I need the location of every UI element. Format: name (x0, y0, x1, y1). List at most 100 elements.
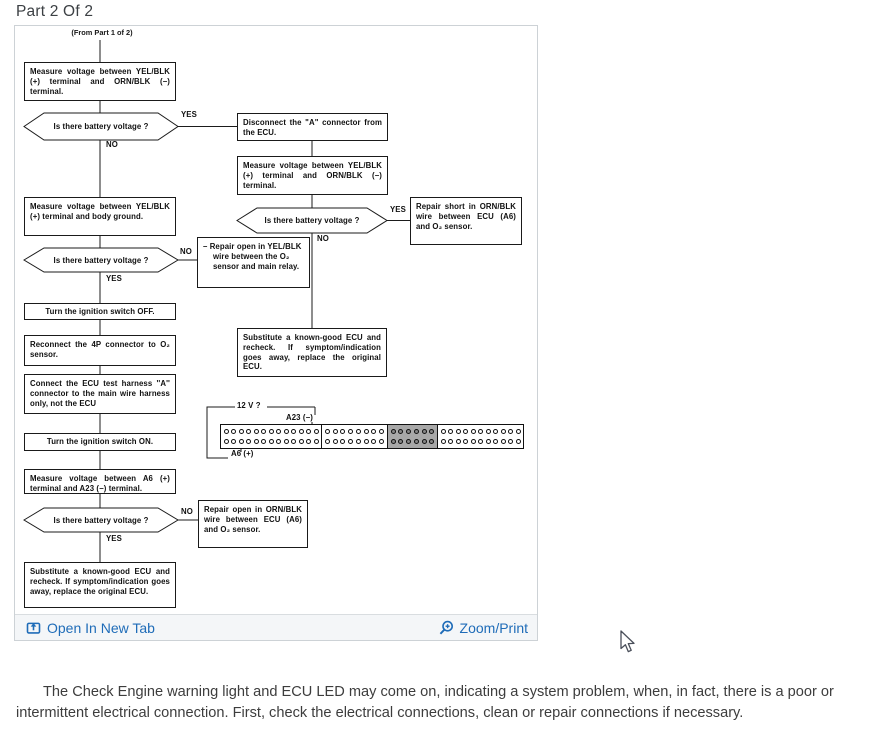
connector-pin (485, 438, 491, 444)
connector-pin (253, 438, 259, 444)
connector-pin (276, 429, 281, 435)
connector-pin (440, 438, 446, 444)
connector-pin (485, 429, 491, 435)
connector-pin (406, 429, 412, 435)
decision-battery-voltage-1: Is there battery voltage ? (53, 122, 149, 131)
result-repair-open-orn-blk: Repair open in ORN/BLK wire between ECU … (198, 500, 308, 548)
connector-pin (478, 438, 483, 444)
yes-label: YES (181, 110, 197, 119)
connector-pin (478, 429, 483, 435)
connector-pin (291, 429, 296, 435)
yes-label: YES (390, 205, 406, 214)
connector-pin (463, 429, 468, 435)
result-substitute-ecu-2: Substitute a known-good ECU and recheck.… (24, 562, 176, 608)
connector-pin (355, 429, 361, 435)
connector-section (221, 425, 322, 448)
connector-pin (313, 438, 319, 444)
connector-pin (355, 438, 361, 444)
connector-pin (371, 438, 377, 444)
connector-pin (253, 429, 259, 435)
connector-pin (455, 438, 461, 444)
connector-pin (261, 438, 266, 444)
no-label: NO (180, 247, 192, 256)
connector-pin (332, 429, 338, 435)
connector-pin (340, 429, 346, 435)
connector-pin (470, 438, 476, 444)
body-paragraph: The Check Engine warning light and ECU L… (16, 684, 834, 721)
connector-pin (363, 438, 369, 444)
connector-pin (500, 438, 506, 444)
connector-pin (268, 429, 274, 435)
decision-battery-voltage-2: Is there battery voltage ? (264, 216, 360, 225)
result-repair-short-orn-blk: Repair short in ORN/BLK wire between ECU… (410, 197, 522, 245)
connector-pin (440, 429, 446, 435)
no-label: NO (181, 507, 193, 516)
diagram-viewer-panel: (From Part 1 of 2) Measure voltage betwe… (14, 25, 538, 641)
connector-pin (390, 438, 396, 444)
connector-pin (398, 429, 404, 435)
from-part-label: (From Part 1 of 2) (71, 28, 133, 37)
connector-pin (421, 438, 427, 444)
connector-pin (306, 438, 311, 444)
connector-pin (231, 438, 236, 444)
connector-pin (313, 429, 319, 435)
connector-pin (340, 438, 346, 444)
page-title: Part 2 Of 2 (16, 3, 94, 20)
connector-pin (463, 438, 468, 444)
zoom-print-link[interactable]: Zoom/Print (438, 620, 528, 636)
connector-section (438, 425, 523, 448)
connector-pin (508, 438, 513, 444)
step-measure-voltage-orn-blk-2: Measure voltage between YEL/BLK (+) term… (237, 156, 388, 195)
connector-pin (348, 438, 354, 444)
viewer-footer: Open In New Tab Zoom/Print (15, 614, 537, 640)
open-in-new-tab-label: Open In New Tab (47, 619, 155, 636)
connector-pin (363, 429, 369, 435)
zoom-print-label: Zoom/Print (459, 619, 528, 636)
decision-battery-voltage-4: Is there battery voltage ? (53, 515, 149, 525)
step-measure-voltage-body-ground: Measure voltage between YEL/BLK (+) term… (24, 197, 176, 236)
step-disconnect-a-connector: Disconnect the "A" connector from the EC… (237, 113, 388, 141)
voltage-check-label: 12 V ? (237, 401, 261, 410)
decision-shape (236, 207, 388, 234)
connector-pin (379, 429, 385, 435)
connector-pin (283, 438, 289, 444)
decision-shape (23, 507, 179, 533)
connector-pin (406, 438, 412, 444)
connector-section (388, 425, 438, 448)
connector-pin (276, 438, 281, 444)
connector-pin (246, 429, 251, 435)
connector-pin (429, 429, 435, 435)
connector-pin (413, 429, 419, 435)
connector-pin (231, 429, 236, 435)
decision-battery-voltage-3: Is there battery voltage ? (53, 255, 149, 265)
decision-shape (23, 247, 179, 273)
a23-terminal-label: A23 (−) (286, 413, 313, 422)
step-ignition-off: Turn the ignition switch OFF. (24, 303, 176, 320)
connector-pin (470, 429, 476, 435)
zoom-in-icon (439, 620, 453, 634)
connector-pin (390, 429, 396, 435)
connector-pin (348, 429, 354, 435)
connector-pin (306, 429, 311, 435)
connector-pin (223, 438, 229, 444)
no-label: NO (106, 140, 118, 149)
connector-pin (371, 429, 377, 435)
connector-pin (413, 438, 419, 444)
step-measure-a6-a23: Measure voltage between A6 (+) terminal … (24, 469, 176, 494)
flowchart-diagram: (From Part 1 of 2) Measure voltage betwe… (15, 26, 537, 615)
yes-label: YES (106, 274, 122, 283)
connector-pin (238, 438, 244, 444)
flowchart-lines (23, 40, 410, 562)
result-substitute-ecu-1: Substitute a known-good ECU and recheck.… (237, 328, 387, 377)
open-in-new-tab-link[interactable]: Open In New Tab (26, 620, 155, 636)
connector-pin (429, 438, 435, 444)
connector-pin (448, 429, 453, 435)
connector-pin (500, 429, 506, 435)
connector-pin (332, 438, 338, 444)
step-measure-voltage-orn-blk: Measure voltage between YEL/BLK (+) term… (24, 62, 176, 101)
connector-pin (324, 429, 330, 435)
result-repair-open-yel-blk: – Repair open in YEL/BLK wire between th… (197, 237, 310, 288)
step-ignition-on: Turn the ignition switch ON. (24, 433, 176, 451)
connector-pin (298, 429, 304, 435)
connector-pin (261, 429, 266, 435)
